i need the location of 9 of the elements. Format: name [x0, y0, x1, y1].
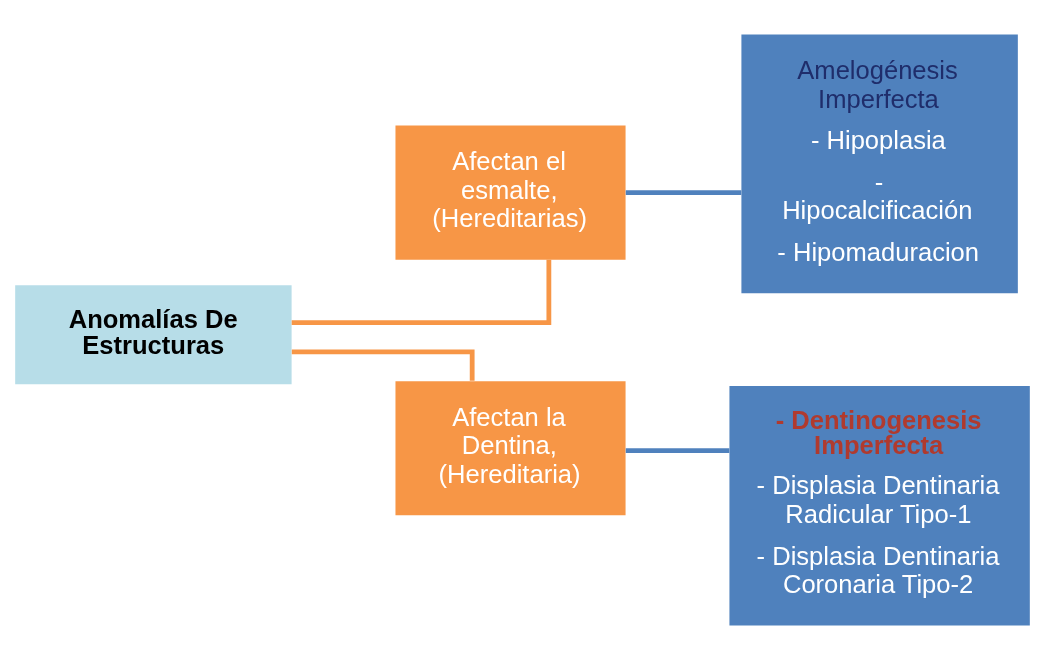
- node-box: Amelogénesis Imperfecta - Hipoplasia - Hipocalcificación - Hipomaduracion: [741, 33, 1018, 293]
- node-box: Afectan el esmalte, (Hereditarias): [395, 124, 626, 260]
- connector: [625, 447, 730, 453]
- connector: [291, 348, 475, 381]
- node-box: Anomalías De Estructuras: [15, 284, 292, 384]
- node-box: Afectan la Dentina, (Hereditaria): [395, 380, 626, 515]
- connector: [291, 259, 552, 325]
- node-box: - Dentinogenesis Imperfecta - Displasia Dentinaria Radicular Tipo-1 - Displasia Dentinaria Coronaria Tipo-2: [729, 385, 1030, 626]
- connector: [625, 189, 742, 195]
